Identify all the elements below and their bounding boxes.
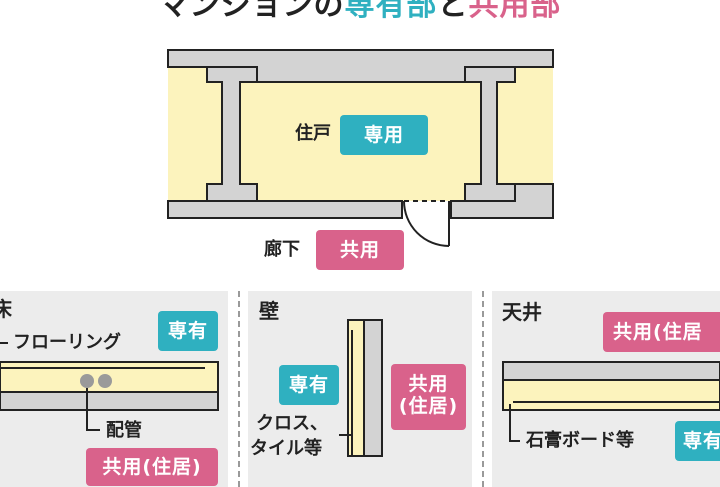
cloth-label-line1: クロス、 [256, 413, 328, 434]
wall-kyoyo-line1: 共用 [408, 373, 449, 395]
wall-kyoyo-line2: (住居) [398, 395, 459, 417]
wall-kyoyo-badge: 共用 (住居) [391, 364, 466, 430]
flooring-label: フローリング [13, 332, 121, 353]
pipe-1 [80, 374, 94, 388]
corridor-label: 廊下 [264, 239, 300, 260]
wall-senyu-badge: 専有 [279, 365, 339, 405]
title-kyoyo: 共用部 [468, 0, 562, 23]
title-to: と [437, 0, 469, 23]
title-lead: マンションの [158, 0, 345, 23]
floor-kyoyo-badge: 共用(住居) [86, 448, 218, 486]
ceiling-senyu-badge: 専有 [675, 421, 720, 461]
unit-label: 住戸 [295, 123, 331, 144]
floor-section [0, 342, 219, 431]
ceiling-title: 天井 [502, 300, 542, 324]
column-right [464, 66, 516, 202]
floor-senyu-badge: 専有 [158, 311, 218, 351]
cloth-label-line2: タイル等 [250, 438, 322, 459]
wall-section [339, 319, 383, 457]
unit-senyo-badge: 専用 [340, 115, 428, 155]
pipe-label: 配管 [106, 420, 142, 441]
page-title: マンションの専有部と共用部 [0, 0, 720, 26]
ceiling-kyoyo-badge: 共用(住居 [603, 312, 720, 352]
ceiling-section [502, 361, 720, 442]
board-label: 石膏ボード等 [526, 430, 634, 451]
divider-2 [482, 291, 484, 487]
corridor-kyoyo-badge: 共用 [316, 230, 404, 270]
door-swing [403, 200, 450, 247]
floor-title: 床 [0, 297, 12, 321]
column-left [206, 66, 258, 202]
title-senyu: 専有部 [344, 0, 438, 23]
wall-title: 壁 [259, 299, 279, 323]
divider-1 [238, 291, 240, 487]
pipe-2 [98, 374, 112, 388]
